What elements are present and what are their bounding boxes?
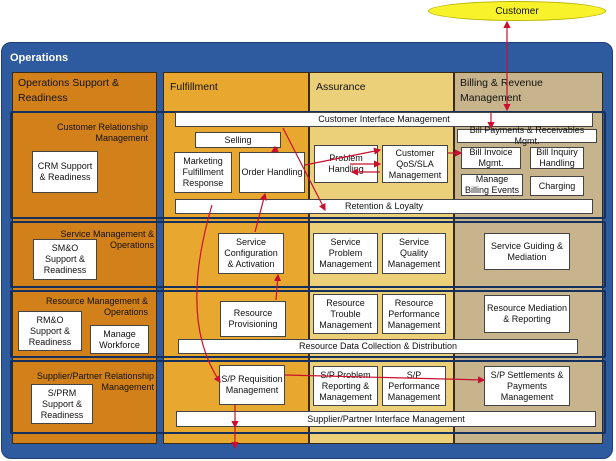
crm-support-readiness-box[interactable]: CRM Support & Readiness [32,151,98,193]
service-problem-management-box[interactable]: Service Problem Management [313,233,378,274]
manage-workforce-box[interactable]: Manage Workforce [90,325,149,354]
operations-title: Operations [10,52,69,64]
sprm-support-readiness-box[interactable]: S/PRM Support & Readiness [31,384,93,424]
arrow-order-to-retention [282,127,326,212]
resource-provisioning-box[interactable]: Resource Provisioning [220,301,286,337]
column-header-support: Operations Support & Readiness [18,77,119,104]
manage-billing-events-box[interactable]: Manage Billing Events [461,174,523,196]
arrow-config-to-order [254,192,267,233]
resource-performance-management-box[interactable]: Resource Performance Management [382,294,446,334]
charging-box[interactable]: Charging [530,176,584,196]
bill-inquiry-handling-box[interactable]: Bill Inquiry Handling [530,147,584,169]
arrow-order-to-qos [304,147,382,166]
supplier-partner-interface-bar[interactable]: Supplier/Partner Interface Management [176,411,596,427]
arrow-prov-to-config [273,273,282,301]
problem-handling-box[interactable]: Problem Handling [314,145,378,183]
retention-loyalty-bar[interactable]: Retention & Loyalty [175,199,593,214]
row-label-service: Service Management & Operations [60,229,154,250]
row-band-service [10,221,606,288]
sp-performance-management-box[interactable]: S/P Performance Management [382,366,446,406]
sp-settlements-payments-box[interactable]: S/P Settlements & Payments Management [484,366,570,406]
row-label-resource: Resource Management & Operations [45,296,148,317]
sp-requisition-management-box[interactable]: S/P Requisition Management [219,365,285,405]
bill-invoice-management-box[interactable]: Bill Invoice Mgmt. [461,147,521,169]
row-label-supplier: Supplier/Partner Relationship Management [36,371,154,392]
service-guiding-mediation-box[interactable]: Service Guiding & Mediation [484,233,570,270]
customer-qos-sla-box[interactable]: Customer QoS/SLA Management [382,145,448,183]
row-band-resource [10,290,606,358]
order-handling-box[interactable]: Order Handling [239,152,305,193]
customer-node: Customer [428,1,606,21]
resource-mediation-reporting-box[interactable]: Resource Mediation & Reporting [484,295,570,333]
service-configuration-activation-box[interactable]: Service Configuration & Activation [218,233,284,274]
arrow-loop-to-requisition [196,204,221,383]
row-label-crm: Customer Relationship Management [56,122,148,143]
bill-payments-receivables-box[interactable]: Bill Payments & Receivables Mgmt. [457,125,597,146]
arrow-selling-to-order [271,145,279,153]
selling-box[interactable]: Selling [195,132,281,148]
row-band-supplier [10,360,606,434]
resource-trouble-management-box[interactable]: Resource Trouble Management [313,294,378,334]
sp-problem-reporting-box[interactable]: S/P Problem Reporting & Management [313,366,378,406]
smo-support-readiness-box[interactable]: SM&O Support & Readiness [33,239,97,280]
rmo-support-readiness-box[interactable]: RM&O Support & Readiness [18,311,82,351]
resource-data-collection-bar[interactable]: Resource Data Collection & Distribution [178,339,578,354]
marketing-fulfillment-response-box[interactable]: Marketing Fulfillment Response [174,152,232,193]
service-quality-management-box[interactable]: Service Quality Management [382,233,446,274]
column-header-assurance: Assurance [316,81,366,93]
column-header-fulfillment: Fulfillment [170,81,218,93]
arrow-requisition-to-settlements [284,374,486,384]
